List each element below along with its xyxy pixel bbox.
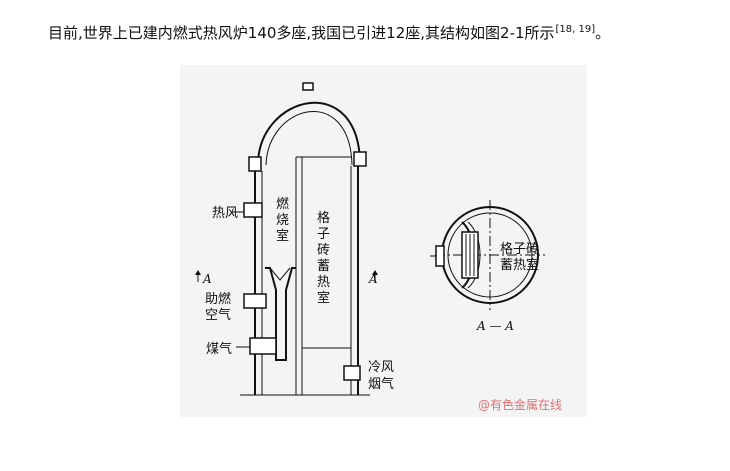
label-cold-air: 冷风 xyxy=(368,360,394,375)
label-combustion-2: 烧 xyxy=(276,213,289,228)
burner-outline xyxy=(265,267,296,361)
section-arrowhead-right xyxy=(372,270,378,275)
dome-inner xyxy=(265,111,353,166)
label-combustion-3: 室 xyxy=(276,228,289,244)
left-shell-block xyxy=(248,156,262,172)
section-arrowhead-left xyxy=(195,270,201,275)
label-checker-6: 室 xyxy=(317,290,330,306)
label-combustion-air-2: 空气 xyxy=(205,307,231,323)
cold-air-pipe xyxy=(343,365,361,381)
label-flue-gas: 烟气 xyxy=(368,376,394,392)
section-label-2: 蓄热室 xyxy=(500,257,539,273)
dome-top-flange xyxy=(302,82,314,91)
label-checker-5: 热 xyxy=(317,275,330,290)
gas-pipe xyxy=(249,337,277,355)
hot-air-pipe xyxy=(243,202,263,218)
figure-background xyxy=(180,65,587,417)
section-title: A — A xyxy=(476,319,514,333)
figure-caption: 目前,世界上已建内燃式热风炉140多座,我国已引进12座,其结构如图2-1所示[… xyxy=(48,22,610,43)
label-gas: 煤气 xyxy=(206,341,232,357)
combustion-air-pipe xyxy=(243,293,267,309)
label-combustion-1: 燃 xyxy=(276,196,289,212)
section-mark-right: A xyxy=(368,272,378,286)
label-checker-4: 蓄 xyxy=(317,259,330,274)
label-checker-2: 子 xyxy=(317,227,330,242)
section-hot-air-port xyxy=(435,245,445,267)
label-checker-3: 砖 xyxy=(317,243,330,258)
watermark: @有色金属在线 xyxy=(478,397,562,412)
caption-end: 。 xyxy=(595,24,611,42)
section-label-1: 格子砖 xyxy=(500,241,539,257)
burner-inner xyxy=(269,267,291,281)
dome-outer xyxy=(257,101,361,166)
label-combustion-air-1: 助燃 xyxy=(205,291,231,307)
caption-reference: [18, 19] xyxy=(555,24,596,35)
caption-text: 目前,世界上已建内燃式热风炉140多座,我国已引进12座,其结构如图2-1所示 xyxy=(48,24,555,42)
label-checker-1: 格 xyxy=(317,210,330,226)
right-shell-block xyxy=(353,151,367,167)
label-hot-air: 热风 xyxy=(212,206,238,221)
section-mark-left: A xyxy=(202,272,212,286)
section-partition-inner xyxy=(467,221,481,289)
